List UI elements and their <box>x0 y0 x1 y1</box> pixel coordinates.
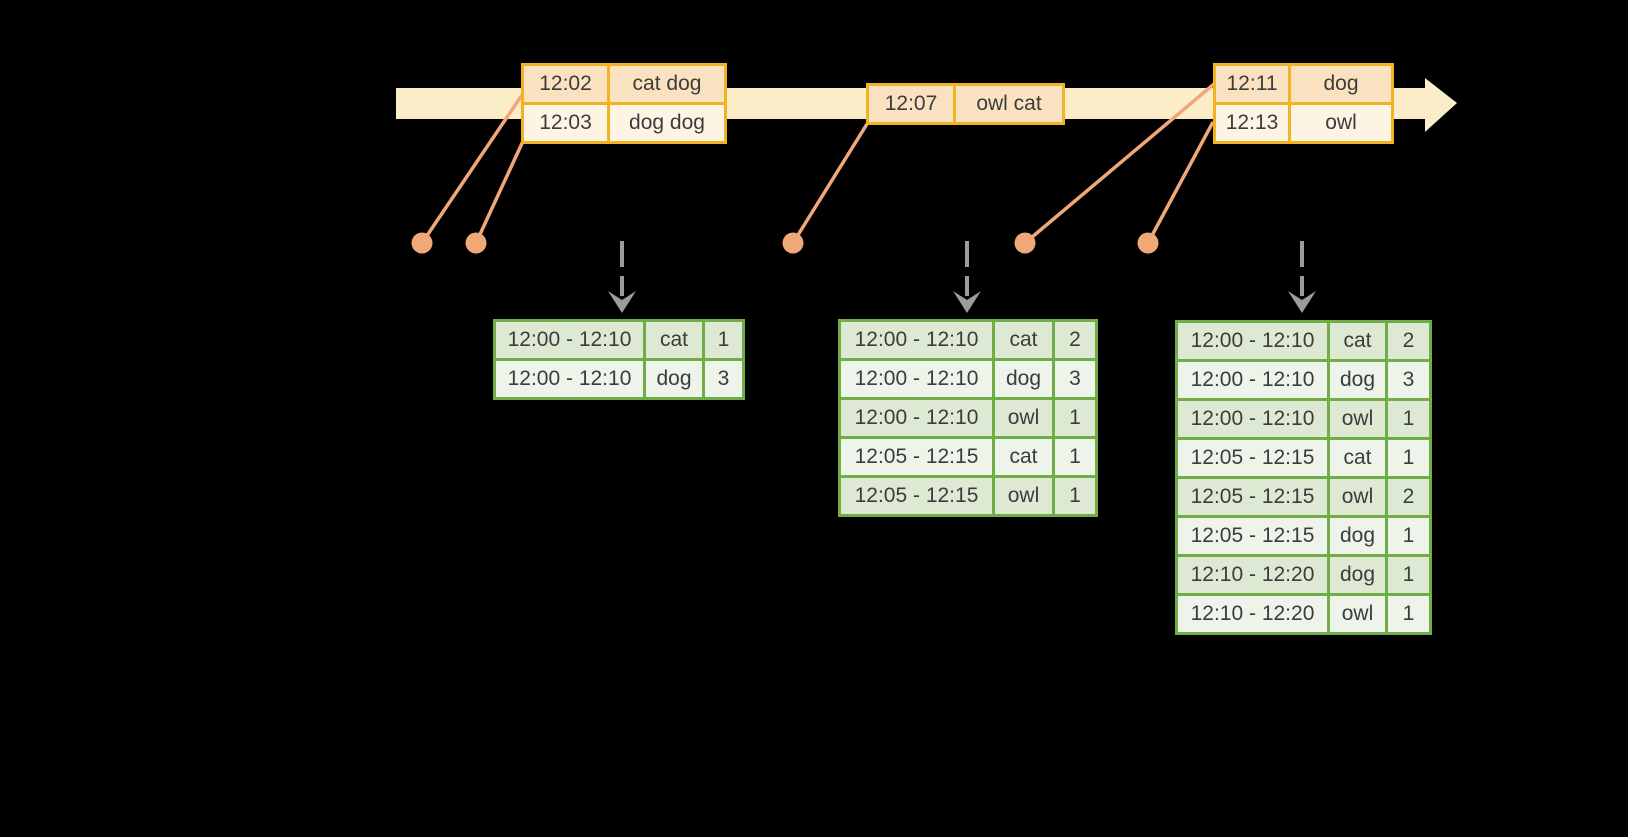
table-cell: 12:03 <box>524 105 607 141</box>
table-cell: 1 <box>1055 478 1095 514</box>
event-dot <box>465 232 487 254</box>
table-cell: owl cat <box>956 86 1062 122</box>
table-cell: dog dog <box>610 105 724 141</box>
table-cell: 12:13 <box>1216 105 1288 141</box>
table-cell: 1 <box>1388 401 1429 437</box>
table-cell: 12:00 - 12:10 <box>496 361 643 397</box>
table-cell: owl <box>995 478 1052 514</box>
table-cell: cat <box>995 439 1052 475</box>
table-cell: 12:00 - 12:10 <box>1178 362 1327 398</box>
table-cell: owl <box>1330 596 1385 632</box>
table-cell: owl <box>995 400 1052 436</box>
table-cell: cat <box>1330 440 1385 476</box>
table-cell: 12:10 - 12:20 <box>1178 596 1327 632</box>
event-dot <box>782 232 804 254</box>
table-cell: 12:00 - 12:10 <box>1178 323 1327 359</box>
table-cell: 12:05 - 12:15 <box>841 439 992 475</box>
table-cell: 1 <box>1388 518 1429 554</box>
table-cell: cat <box>646 322 702 358</box>
table-cell: owl <box>1330 401 1385 437</box>
event-dot <box>411 232 433 254</box>
table-cell: 2 <box>1388 323 1429 359</box>
event-connector-line <box>1023 82 1216 245</box>
table-cell: cat <box>1330 323 1385 359</box>
table-cell: 12:10 - 12:20 <box>1178 557 1327 593</box>
table-cell: 1 <box>1388 440 1429 476</box>
table-cell: 12:02 <box>524 66 607 102</box>
table-cell: cat dog <box>610 66 724 102</box>
trigger-arrow <box>1288 241 1316 313</box>
table-cell: 12:11 <box>1216 66 1288 102</box>
table-cell: 12:00 - 12:10 <box>841 361 992 397</box>
table-cell: dog <box>1330 362 1385 398</box>
table-cell: 1 <box>705 322 742 358</box>
event-dot <box>1137 232 1159 254</box>
trigger-arrow <box>608 241 636 313</box>
table-cell: 1 <box>1055 439 1095 475</box>
down-arrowhead-icon <box>608 291 636 313</box>
table-cell: cat <box>995 322 1052 358</box>
table-cell: 12:00 - 12:10 <box>841 322 992 358</box>
table-cell: dog <box>646 361 702 397</box>
table-cell: 2 <box>1388 479 1429 515</box>
table-cell: 12:05 - 12:15 <box>1178 518 1327 554</box>
trigger-arrow <box>953 241 981 313</box>
table-cell: dog <box>1330 557 1385 593</box>
event-connector-line <box>420 94 524 244</box>
table-cell: dog <box>1291 66 1391 102</box>
table-cell: 12:05 - 12:15 <box>1178 479 1327 515</box>
table-cell: 12:00 - 12:10 <box>496 322 643 358</box>
down-arrowhead-icon <box>953 291 981 313</box>
table-cell: 3 <box>1055 361 1095 397</box>
table-cell: 12:00 - 12:10 <box>1178 401 1327 437</box>
table-cell: 12:07 <box>869 86 953 122</box>
event-connector-line <box>1146 121 1215 244</box>
down-arrowhead-icon <box>1288 291 1316 313</box>
table-cell: owl <box>1330 479 1385 515</box>
table-cell: 12:05 - 12:15 <box>1178 440 1327 476</box>
event-connector-line <box>791 123 869 244</box>
table-cell: 3 <box>705 361 742 397</box>
table-cell: owl <box>1291 105 1391 141</box>
table-cell: dog <box>995 361 1052 397</box>
event-connector-line <box>474 138 526 244</box>
table-cell: dog <box>1330 518 1385 554</box>
table-cell: 3 <box>1388 362 1429 398</box>
table-cell: 12:00 - 12:10 <box>841 400 992 436</box>
table-cell: 2 <box>1055 322 1095 358</box>
table-cell: 1 <box>1388 596 1429 632</box>
event-dot <box>1014 232 1036 254</box>
table-cell: 1 <box>1388 557 1429 593</box>
table-cell: 12:05 - 12:15 <box>841 478 992 514</box>
timeline-arrowhead-icon <box>1425 78 1457 132</box>
table-cell: 1 <box>1055 400 1095 436</box>
